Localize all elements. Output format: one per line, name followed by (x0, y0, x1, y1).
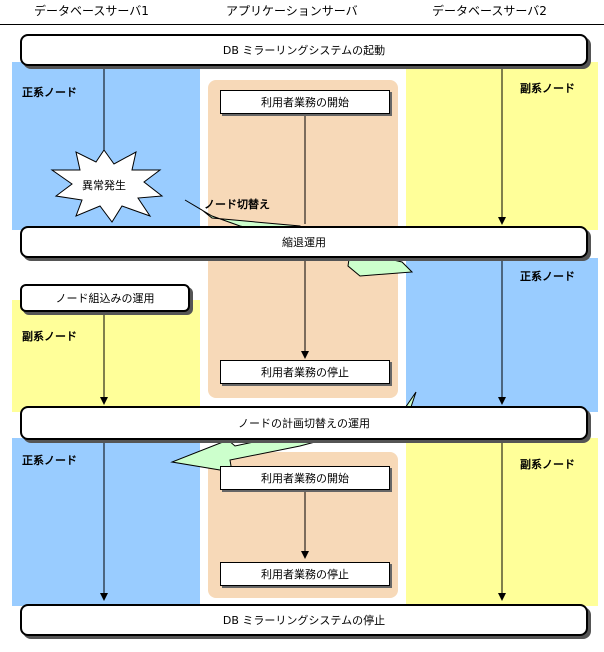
label-db2-primary: 正系ノード (520, 270, 575, 283)
step-stop-system: DB ミラーリングシステムの停止 (20, 604, 588, 636)
fault-label: 異常発生 (82, 178, 126, 192)
fault-burst-icon (50, 149, 164, 223)
label-db1-primary-2: 正系ノード (22, 454, 77, 467)
label-node-switch: ノード切替え (204, 198, 270, 211)
lane-db1-primary-2 (12, 438, 200, 606)
lane-db1-secondary (12, 300, 200, 412)
task-stop-2: 利用者業務の停止 (220, 562, 390, 586)
step-planned-switch: ノードの計画切替えの運用 (20, 406, 588, 440)
task-begin-2: 利用者業務の開始 (220, 466, 390, 490)
task-begin-1: 利用者業務の開始 (220, 90, 390, 114)
header-divider (0, 24, 604, 25)
step-degraded-operation: 縮退運用 (20, 226, 588, 258)
label-db1-secondary: 副系ノード (22, 330, 77, 343)
column-header-db-server-2: データベースサーバ2 (432, 4, 547, 18)
column-header-app-server: アプリケーションサーバ (226, 4, 358, 18)
step-node-join: ノード組込みの運用 (20, 284, 190, 312)
label-db2-secondary: 副系ノード (520, 82, 575, 95)
task-stop-1: 利用者業務の停止 (220, 360, 390, 384)
label-db1-primary: 正系ノード (22, 86, 77, 99)
label-db2-secondary-2: 副系ノード (520, 458, 575, 471)
step-start-system: DB ミラーリングシステムの起動 (20, 34, 588, 66)
column-header-db-server-1: データベースサーバ1 (34, 4, 149, 18)
